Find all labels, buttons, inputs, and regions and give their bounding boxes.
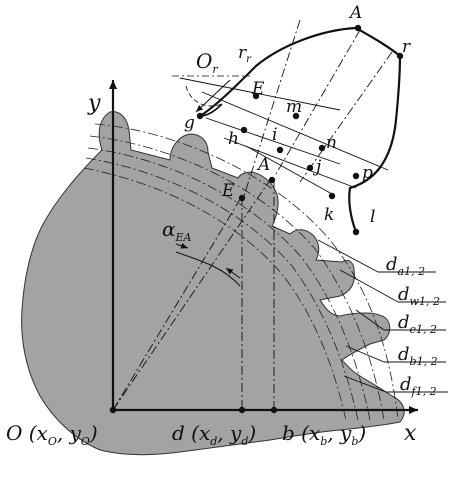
origin-label: O (xO, yO)	[6, 421, 98, 448]
circle-d-f	[83, 167, 347, 421]
angle-label: αEA	[162, 217, 192, 244]
tool-radius-line	[195, 79, 231, 113]
rack-point-i	[276, 146, 284, 154]
rack-label-l: l	[370, 207, 375, 227]
diameter-label-b: db1, 2	[398, 344, 438, 368]
diameter-label-w: dw1, 2	[398, 284, 440, 308]
rack-point-l	[352, 228, 360, 236]
gear-label-A: A	[256, 155, 270, 175]
rack-label-k: k	[324, 205, 334, 225]
gear-body	[21, 111, 405, 456]
rack-point-p	[352, 172, 360, 180]
circle-d-w	[89, 135, 385, 421]
rack-line-5	[179, 77, 341, 111]
leader-d-a	[317, 239, 379, 273]
rack-line-4	[245, 145, 333, 195]
angle-arrow-left	[175, 242, 189, 249]
rack-label-E: E	[251, 79, 265, 99]
rack-point-n	[318, 144, 326, 152]
rack-label-r: r	[402, 37, 411, 57]
circle-d-e	[87, 147, 371, 421]
rack-line-7	[275, 29, 361, 175]
point-b-label: b (xb, yb)	[282, 421, 366, 448]
rack-line-6	[243, 19, 301, 197]
rack-point-r	[396, 52, 404, 60]
rack-point-A	[354, 24, 362, 32]
rack-line-2	[205, 117, 341, 165]
diameter-label-e: de1, 2	[398, 312, 437, 336]
rack-line-8	[299, 51, 393, 183]
rack-point-k	[328, 192, 336, 200]
angle-arc	[175, 251, 241, 287]
rack-label-m: m	[286, 97, 302, 117]
point-d	[238, 406, 246, 414]
diameter-label-f: df1, 2	[400, 374, 437, 398]
point-b	[270, 406, 278, 414]
rack-label-g: g	[184, 113, 195, 133]
rack-label-j: j	[312, 157, 322, 177]
circle-d-a	[94, 123, 399, 421]
leader-d-w	[339, 269, 399, 303]
tool-center-label: Or	[196, 49, 218, 76]
tool-radius-label: rr	[238, 43, 252, 65]
origin-point	[109, 406, 117, 414]
tool-radius-arc	[185, 85, 223, 107]
gear-point-A	[268, 176, 276, 184]
x-axis-label: x	[404, 421, 417, 446]
rack-point-g	[196, 112, 204, 120]
rack-point-j	[306, 164, 314, 172]
gear-label-E: E	[221, 181, 235, 201]
diameter-label-a: da1, 2	[386, 254, 425, 278]
leader-d-b	[345, 345, 385, 363]
y-axis-label: y	[87, 91, 101, 116]
circle-d-b	[85, 157, 359, 421]
leader-d-e	[355, 309, 385, 331]
point-d-label: d (xd, yd)	[172, 421, 256, 448]
rack-line-1	[201, 91, 389, 171]
rack-label-p: p	[362, 163, 373, 183]
rack-point-m	[292, 112, 300, 120]
rack-profile	[199, 26, 402, 233]
rack-label-h: h	[228, 129, 239, 149]
leader-d-f	[343, 375, 387, 393]
line-OE	[112, 195, 243, 411]
rack-point-E	[252, 92, 260, 100]
rack-label-n: n	[326, 133, 337, 153]
rack-label-A: A	[348, 3, 362, 23]
gear-point-E	[238, 194, 246, 202]
line-OA	[112, 179, 271, 411]
rack-point-h	[240, 126, 248, 134]
angle-arrow-right	[225, 267, 241, 279]
rack-label-i: i	[272, 125, 277, 145]
